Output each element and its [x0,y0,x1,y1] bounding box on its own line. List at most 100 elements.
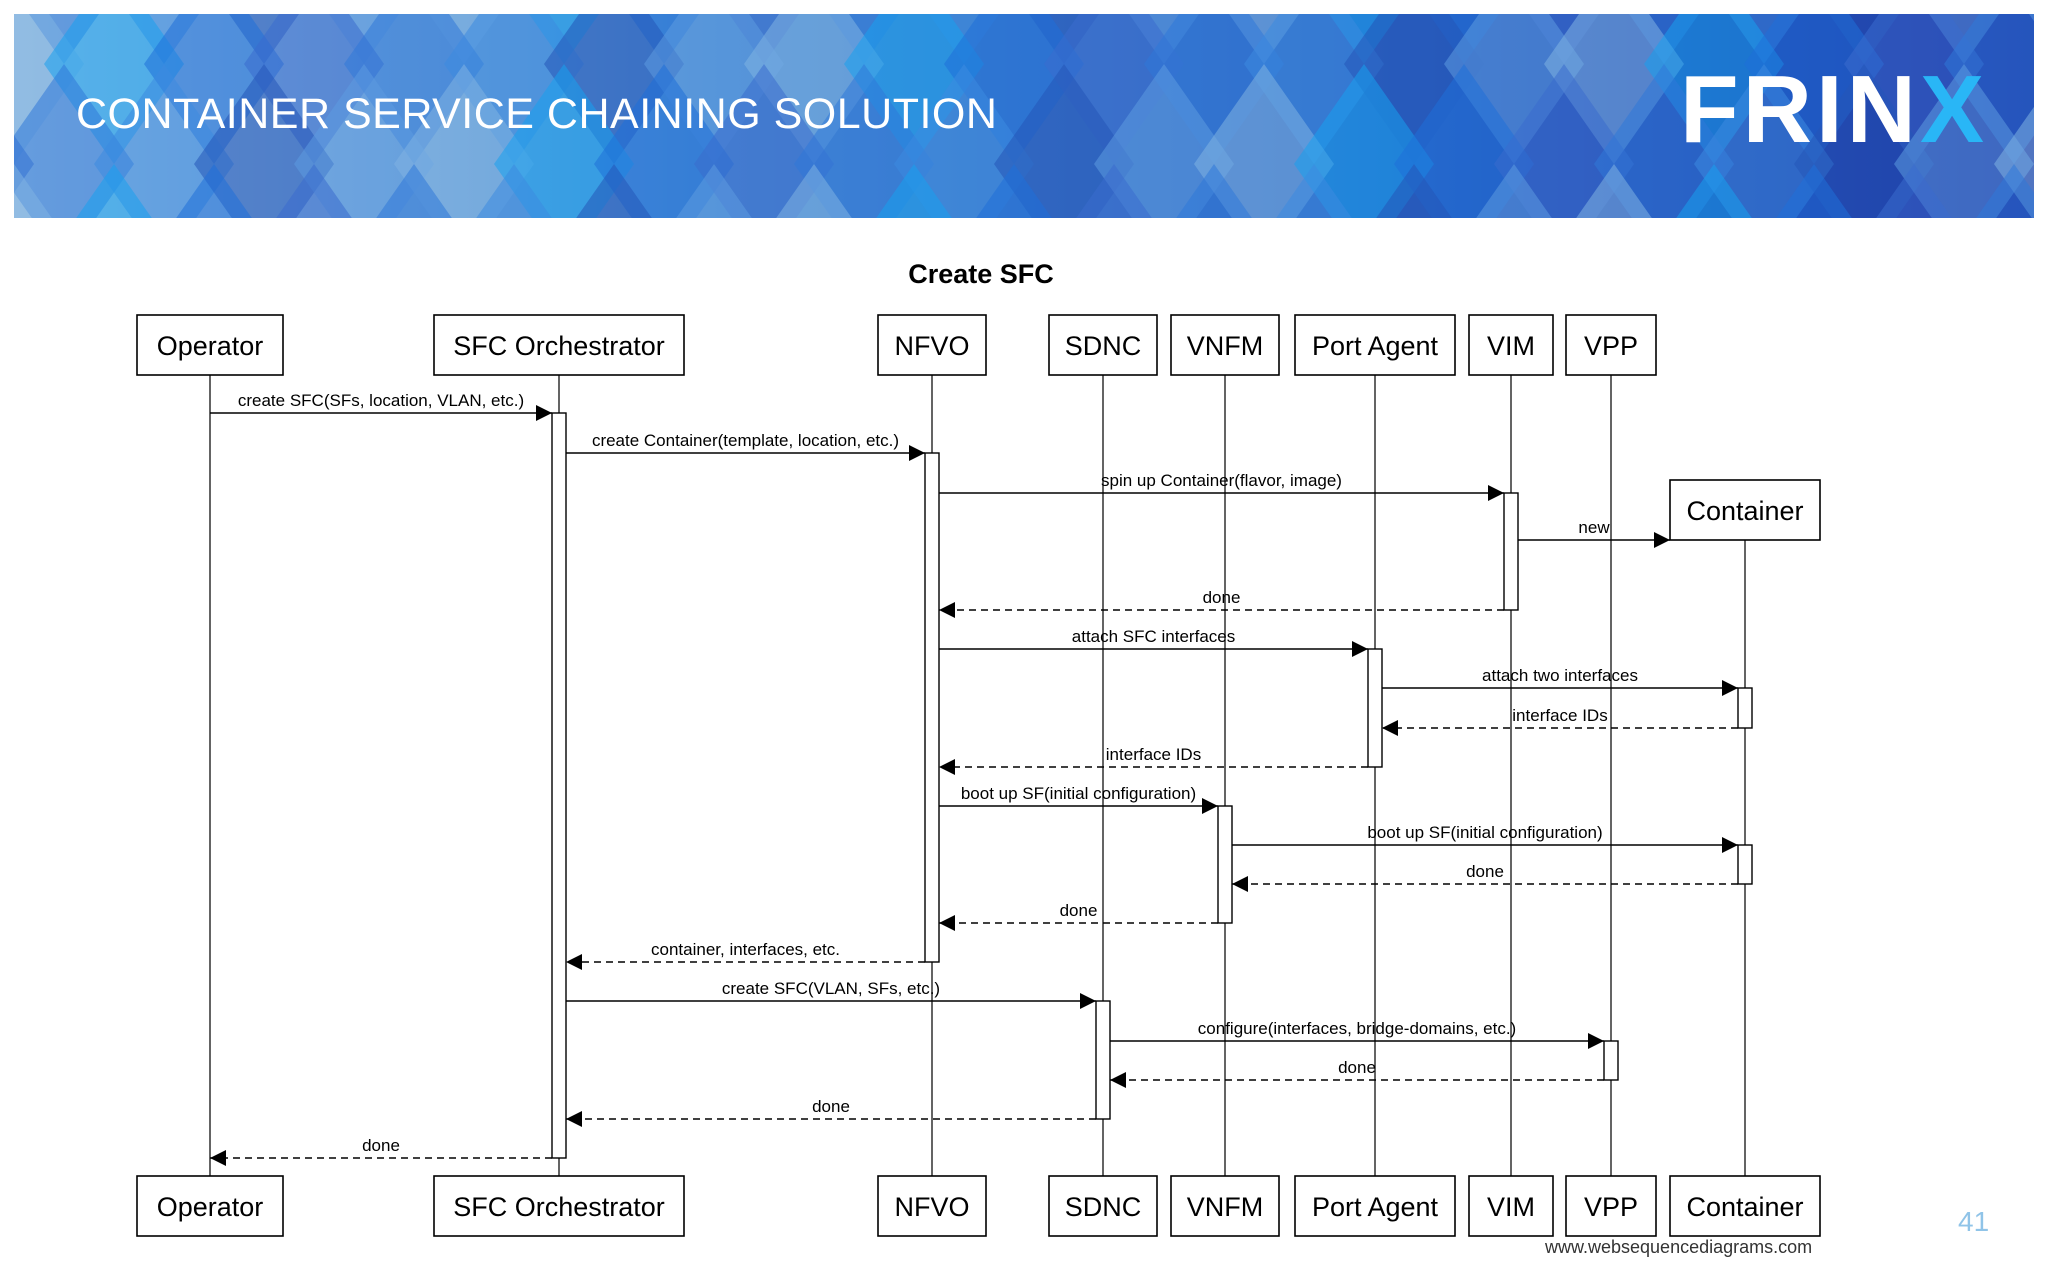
participant-label: SDNC [1065,331,1142,361]
participant-top-vim: VIM [1468,314,1554,376]
message-label: done [812,1097,850,1116]
message-0: create SFC(SFs, location, VLAN, etc.) [210,391,552,421]
banner-diamond [294,64,434,218]
message-label: create Container(template, location, etc… [592,431,899,450]
message-label: interface IDs [1106,745,1201,764]
banner-diamond [276,164,352,218]
participant-label: SFC Orchestrator [453,1192,665,1222]
participant-bottom-sfc-orchestrator: SFC Orchestrator [433,1175,685,1237]
participant-label: Port Agent [1312,331,1439,361]
banner-diamond [1694,64,1834,218]
page-number: 41 [1958,1206,1990,1237]
banner-diamond [776,164,852,218]
message-label: attach two interfaces [1482,666,1638,685]
banner-diamond [1576,164,1652,218]
participant-label: SFC Orchestrator [453,331,665,361]
message-3: new [1518,518,1670,548]
participant-bottom-operator: Operator [136,1175,284,1237]
participant-top-sfc-orchestrator: SFC Orchestrator [433,314,685,376]
banner-diamond [1976,164,2034,218]
banner-diamond [44,14,184,164]
banner-diamond [376,164,452,218]
message-label: spin up Container(flavor, image) [1101,471,1342,490]
banner-diamond [594,64,734,218]
banner-diamond [1244,14,1384,164]
banner-diamond [1194,64,1334,218]
banner-diamond [144,14,284,164]
banner-diamond [244,14,384,164]
participant-box [136,314,284,376]
message-1: create Container(template, location, etc… [566,431,925,461]
message-7: interface IDs [1382,706,1738,736]
slide-title: CONTAINER SERVICE CHAINING SOLUTION [76,90,998,138]
message-label: new [1578,518,1610,537]
participant-box [1669,1175,1821,1237]
message-17: done [566,1097,1096,1127]
participant-top-sdnc: SDNC [1048,314,1158,376]
banner-diamond [1394,64,1534,218]
activation-container [1737,844,1753,885]
participant-bottom-vpp: VPP [1565,1175,1657,1237]
participant-bottom-port-agent: Port Agent [1294,1175,1456,1237]
participant-bottom-sdnc: SDNC [1048,1175,1158,1237]
participant-bottom-vim: VIM [1468,1175,1554,1237]
banner-diamond [1076,164,1152,218]
banner-diamond [1876,164,1952,218]
participant-label: VNFM [1187,1192,1264,1222]
frinx-logo: FRINX [1680,62,1988,158]
activation-vim [1503,492,1519,611]
participant-label: NFVO [894,1192,969,1222]
message-15: configure(interfaces, bridge-domains, et… [1110,1019,1604,1049]
banner-diamond [1744,14,1884,164]
participant-box [1565,314,1657,376]
banner-diamond [1094,64,1234,218]
banner-diamond [1144,14,1284,164]
message-label: done [1338,1058,1376,1077]
banner-diamond [794,64,934,218]
banner-diamond [894,64,1034,218]
message-14: create SFC(VLAN, SFs, etc.) [566,979,1096,1009]
participant-box [1294,314,1456,376]
banner-diamond [1594,64,1734,218]
participant-label: Operator [157,331,264,361]
header-banner [14,14,2034,218]
message-label: create SFC(VLAN, SFs, etc.) [722,979,940,998]
participant-label: Operator [157,1192,264,1222]
banner-diamond [976,164,1052,218]
participant-label: Container [1686,496,1803,526]
banner-diamond [1794,64,1934,218]
banner-diamond [1376,164,1452,218]
banner-diamond [1944,14,2034,164]
message-10: boot up SF(initial configuration) [1232,823,1738,853]
participant-bottom-container: Container [1669,1175,1821,1237]
participant-box [1468,314,1554,376]
banner-diamond [544,14,684,164]
activation-nfvo [924,452,940,963]
banner-diamond [1476,164,1552,218]
logo-text: FRIN [1680,56,1920,163]
message-label: configure(interfaces, bridge-domains, et… [1198,1019,1516,1038]
message-label: create SFC(SFs, location, VLAN, etc.) [238,391,524,410]
banner-diamond [94,64,234,218]
message-label: boot up SF(initial configuration) [1367,823,1602,842]
logo-accent: X [1919,56,1988,163]
participant-box [1294,1175,1456,1237]
message-16: done [1110,1058,1604,1088]
participant-label: VPP [1584,331,1638,361]
banner-diamond [676,164,752,218]
participant-label: Port Agent [1312,1192,1439,1222]
banner-diamond [876,164,952,218]
participant-box [1565,1175,1657,1237]
banner-diamond [1044,14,1184,164]
participant-label: VIM [1487,1192,1535,1222]
message-18: done [210,1136,552,1166]
message-11: done [1232,862,1738,892]
watermark-text: www.websequencediagrams.com [1545,1237,1813,1257]
banner-diamond [1444,14,1584,164]
participant-label: SDNC [1065,1192,1142,1222]
participant-label: Container [1686,1192,1803,1222]
banner-diamond [1776,164,1852,218]
participant-box [1669,479,1821,541]
participant-label: VNFM [1187,331,1264,361]
